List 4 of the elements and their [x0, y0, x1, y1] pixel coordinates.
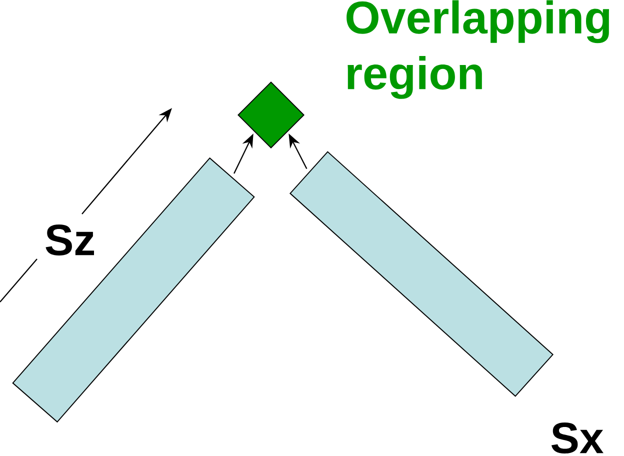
axis-label: Sx [551, 422, 604, 454]
diamond [238, 81, 304, 148]
axis-label: Sz [46, 224, 94, 256]
callout-text: Overlapping region [346, 0, 610, 99]
